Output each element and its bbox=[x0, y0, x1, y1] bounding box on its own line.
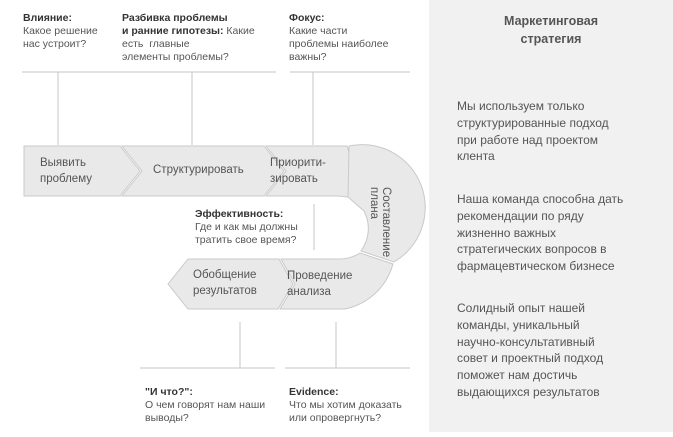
sidebar-paragraph-2-line: жизненно важных bbox=[457, 225, 556, 240]
step-summary-label-1: Обобщение bbox=[193, 269, 256, 281]
step-summary-label-2: результатов bbox=[193, 285, 257, 297]
annotation-breakdown-title-1: Разбивка проблемы bbox=[122, 12, 228, 24]
annotation-breakdown-title-2: и ранние гипотезы: bbox=[122, 25, 224, 37]
sidebar-paragraph-3-line: команды, уникальный bbox=[457, 317, 580, 332]
annotation-breakdown-text-3: элементы проблемы? bbox=[122, 51, 229, 63]
sidebar-paragraph-1: Мы используем только структурированные п… bbox=[457, 98, 647, 165]
sidebar-panel: Маркетинговая стратегия Мы используем то… bbox=[429, 0, 673, 432]
annotation-breakdown-text-1: Какие bbox=[223, 25, 255, 37]
step-identify-label-2: проблему bbox=[40, 173, 92, 185]
sidebar-paragraph-1-line: при работе над проектом bbox=[457, 132, 599, 147]
sidebar-paragraph-3-line: выдающихся результатов bbox=[457, 384, 600, 399]
annotation-so-what-text-2: выводы? bbox=[145, 412, 189, 424]
step-summary-shape bbox=[167, 258, 294, 310]
process-diagram: Выявить проблему Структурировать Приорит… bbox=[22, 12, 426, 425]
step-prioritize-label-2: зировать bbox=[270, 173, 318, 185]
annotation-evidence: Evidence: Что мы хотим доказать или опро… bbox=[289, 386, 402, 425]
step-prioritize-label-1: Приорити- bbox=[270, 157, 326, 169]
annotation-breakdown: Разбивка проблемы и ранние гипотезы: Как… bbox=[122, 12, 255, 64]
sidebar-paragraph-3-line: поможет нам достичь bbox=[457, 368, 578, 383]
sidebar-paragraph-2-line: фармацевтическом бизнесе bbox=[457, 259, 615, 274]
sidebar-paragraph-1-line: клента bbox=[457, 149, 495, 164]
sidebar-paragraph-3-line: совет и проектный подход bbox=[457, 351, 604, 366]
step-analysis-label-1: Проведение bbox=[287, 270, 352, 282]
sidebar-paragraph-3: Солидный опыт нашей команды, уникальный … bbox=[457, 300, 647, 401]
step-structure-shape bbox=[120, 145, 285, 197]
connector-lines bbox=[22, 71, 410, 369]
sidebar-paragraph-1-line: Мы используем только bbox=[457, 99, 585, 113]
sidebar-title-line-1: Маркетинговая bbox=[504, 14, 598, 28]
annotation-efficiency-text-1: Где и как мы должны bbox=[195, 221, 298, 233]
annotation-so-what-title: "И что?": bbox=[145, 386, 193, 398]
sidebar-paragraph-2: Наша команда способна дать рекомендации … bbox=[457, 191, 647, 275]
annotation-influence-text-1: Какое решение bbox=[23, 25, 98, 37]
sidebar-paragraph-3-line: научно-консультативный bbox=[457, 334, 595, 349]
step-identify-label-1: Выявить bbox=[40, 157, 86, 169]
sidebar-paragraph-2-line: стратегических вопросов в bbox=[457, 242, 607, 257]
annotation-so-what: "И что?": О чем говорят нам наши выводы? bbox=[145, 386, 265, 425]
annotation-focus-text-3: важны? bbox=[289, 51, 327, 63]
annotation-focus: Фокус: Какие части проблемы наиболее важ… bbox=[289, 12, 389, 64]
sidebar-title: Маркетинговая стратегия bbox=[429, 12, 673, 48]
annotation-so-what-text-1: О чем говорят нам наши bbox=[145, 399, 266, 411]
annotation-influence-text-2: нас устроит? bbox=[23, 38, 87, 50]
annotation-focus-text-1: Какие части bbox=[289, 25, 348, 37]
sidebar-paragraph-2-line: Наша команда способна дать bbox=[457, 192, 624, 206]
annotation-efficiency-text-2: тратить свое время? bbox=[195, 234, 297, 246]
annotation-evidence-title: Evidence: bbox=[289, 386, 339, 398]
step-structure-label: Структурировать bbox=[153, 164, 244, 176]
sidebar-paragraph-3-line: Солидный опыт нашей bbox=[457, 301, 586, 315]
annotation-influence: Влияние: Какое решение нас устроит? bbox=[23, 12, 98, 51]
annotation-efficiency: Эффективность: Где и как мы должны трати… bbox=[195, 208, 298, 247]
step-plan-label-1: Составление bbox=[380, 187, 392, 257]
step-plan-shape bbox=[347, 144, 426, 263]
sidebar-paragraph-2-line: рекомендации по ряду bbox=[457, 208, 584, 223]
step-analysis-label-2: анализа bbox=[287, 286, 332, 298]
sidebar-title-line-2: стратегия bbox=[520, 32, 582, 46]
step-identify-shape bbox=[23, 145, 141, 197]
annotation-evidence-text-2: или опровергнуть? bbox=[289, 412, 382, 424]
step-analysis-shape bbox=[279, 252, 394, 310]
annotation-focus-title: Фокус: bbox=[289, 12, 325, 24]
sidebar-paragraph-1-line: структурированные подход bbox=[457, 115, 609, 130]
step-plan-label-2: плана bbox=[368, 187, 380, 220]
annotation-focus-text-2: проблемы наиболее bbox=[289, 38, 389, 50]
annotation-efficiency-title: Эффективность: bbox=[195, 208, 284, 220]
process-flow-svg: Выявить проблему Структурировать Приорит… bbox=[22, 71, 426, 369]
annotation-influence-title: Влияние: bbox=[23, 12, 72, 24]
annotation-breakdown-text-2: есть главные bbox=[122, 38, 190, 50]
annotation-evidence-text-1: Что мы хотим доказать bbox=[289, 399, 402, 411]
